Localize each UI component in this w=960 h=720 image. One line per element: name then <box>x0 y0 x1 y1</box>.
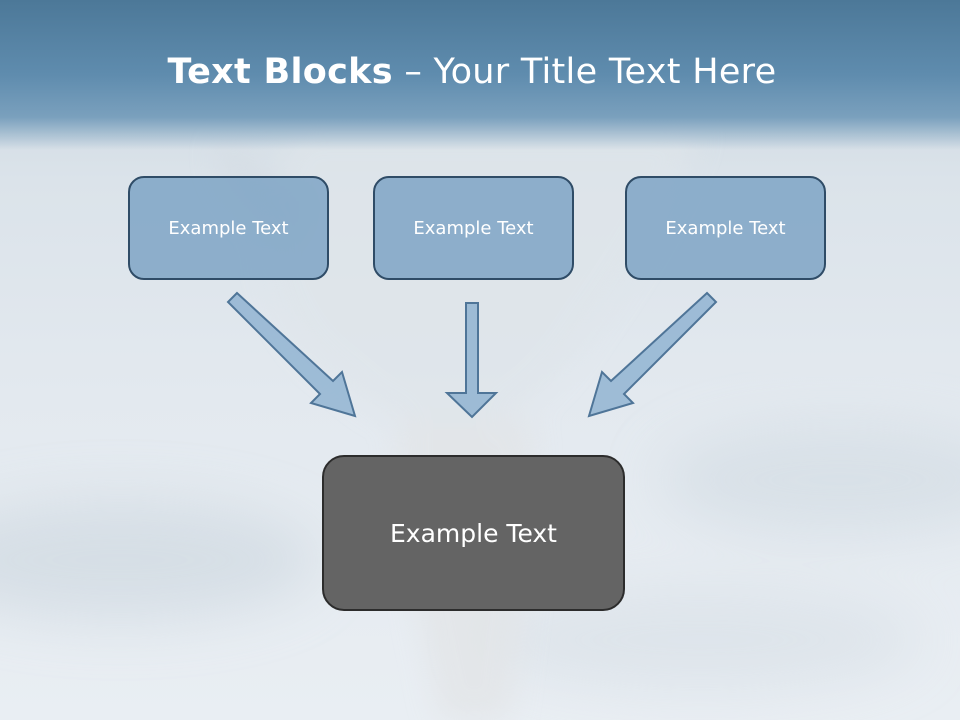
text-block-left[interactable]: Example Text <box>128 176 329 280</box>
target-text-block-label: Example Text <box>390 518 557 548</box>
arrow-center-to-target[interactable] <box>444 302 499 419</box>
text-block-right[interactable]: Example Text <box>625 176 826 280</box>
title-rest: Your Title Text Here <box>433 52 777 92</box>
title-bar <box>0 0 960 150</box>
text-block-left-label: Example Text <box>168 217 289 239</box>
slide-title[interactable]: Text Blocks – Your Title Text Here <box>0 52 944 92</box>
text-block-center-label: Example Text <box>413 217 534 239</box>
target-text-block[interactable]: Example Text <box>322 455 625 611</box>
title-dash: – <box>392 52 434 92</box>
arrow-left-to-target[interactable] <box>226 291 357 418</box>
title-bold-part: Text Blocks <box>167 52 393 92</box>
arrow-right-to-target[interactable] <box>587 291 718 418</box>
text-block-right-label: Example Text <box>665 217 786 239</box>
text-block-center[interactable]: Example Text <box>373 176 574 280</box>
